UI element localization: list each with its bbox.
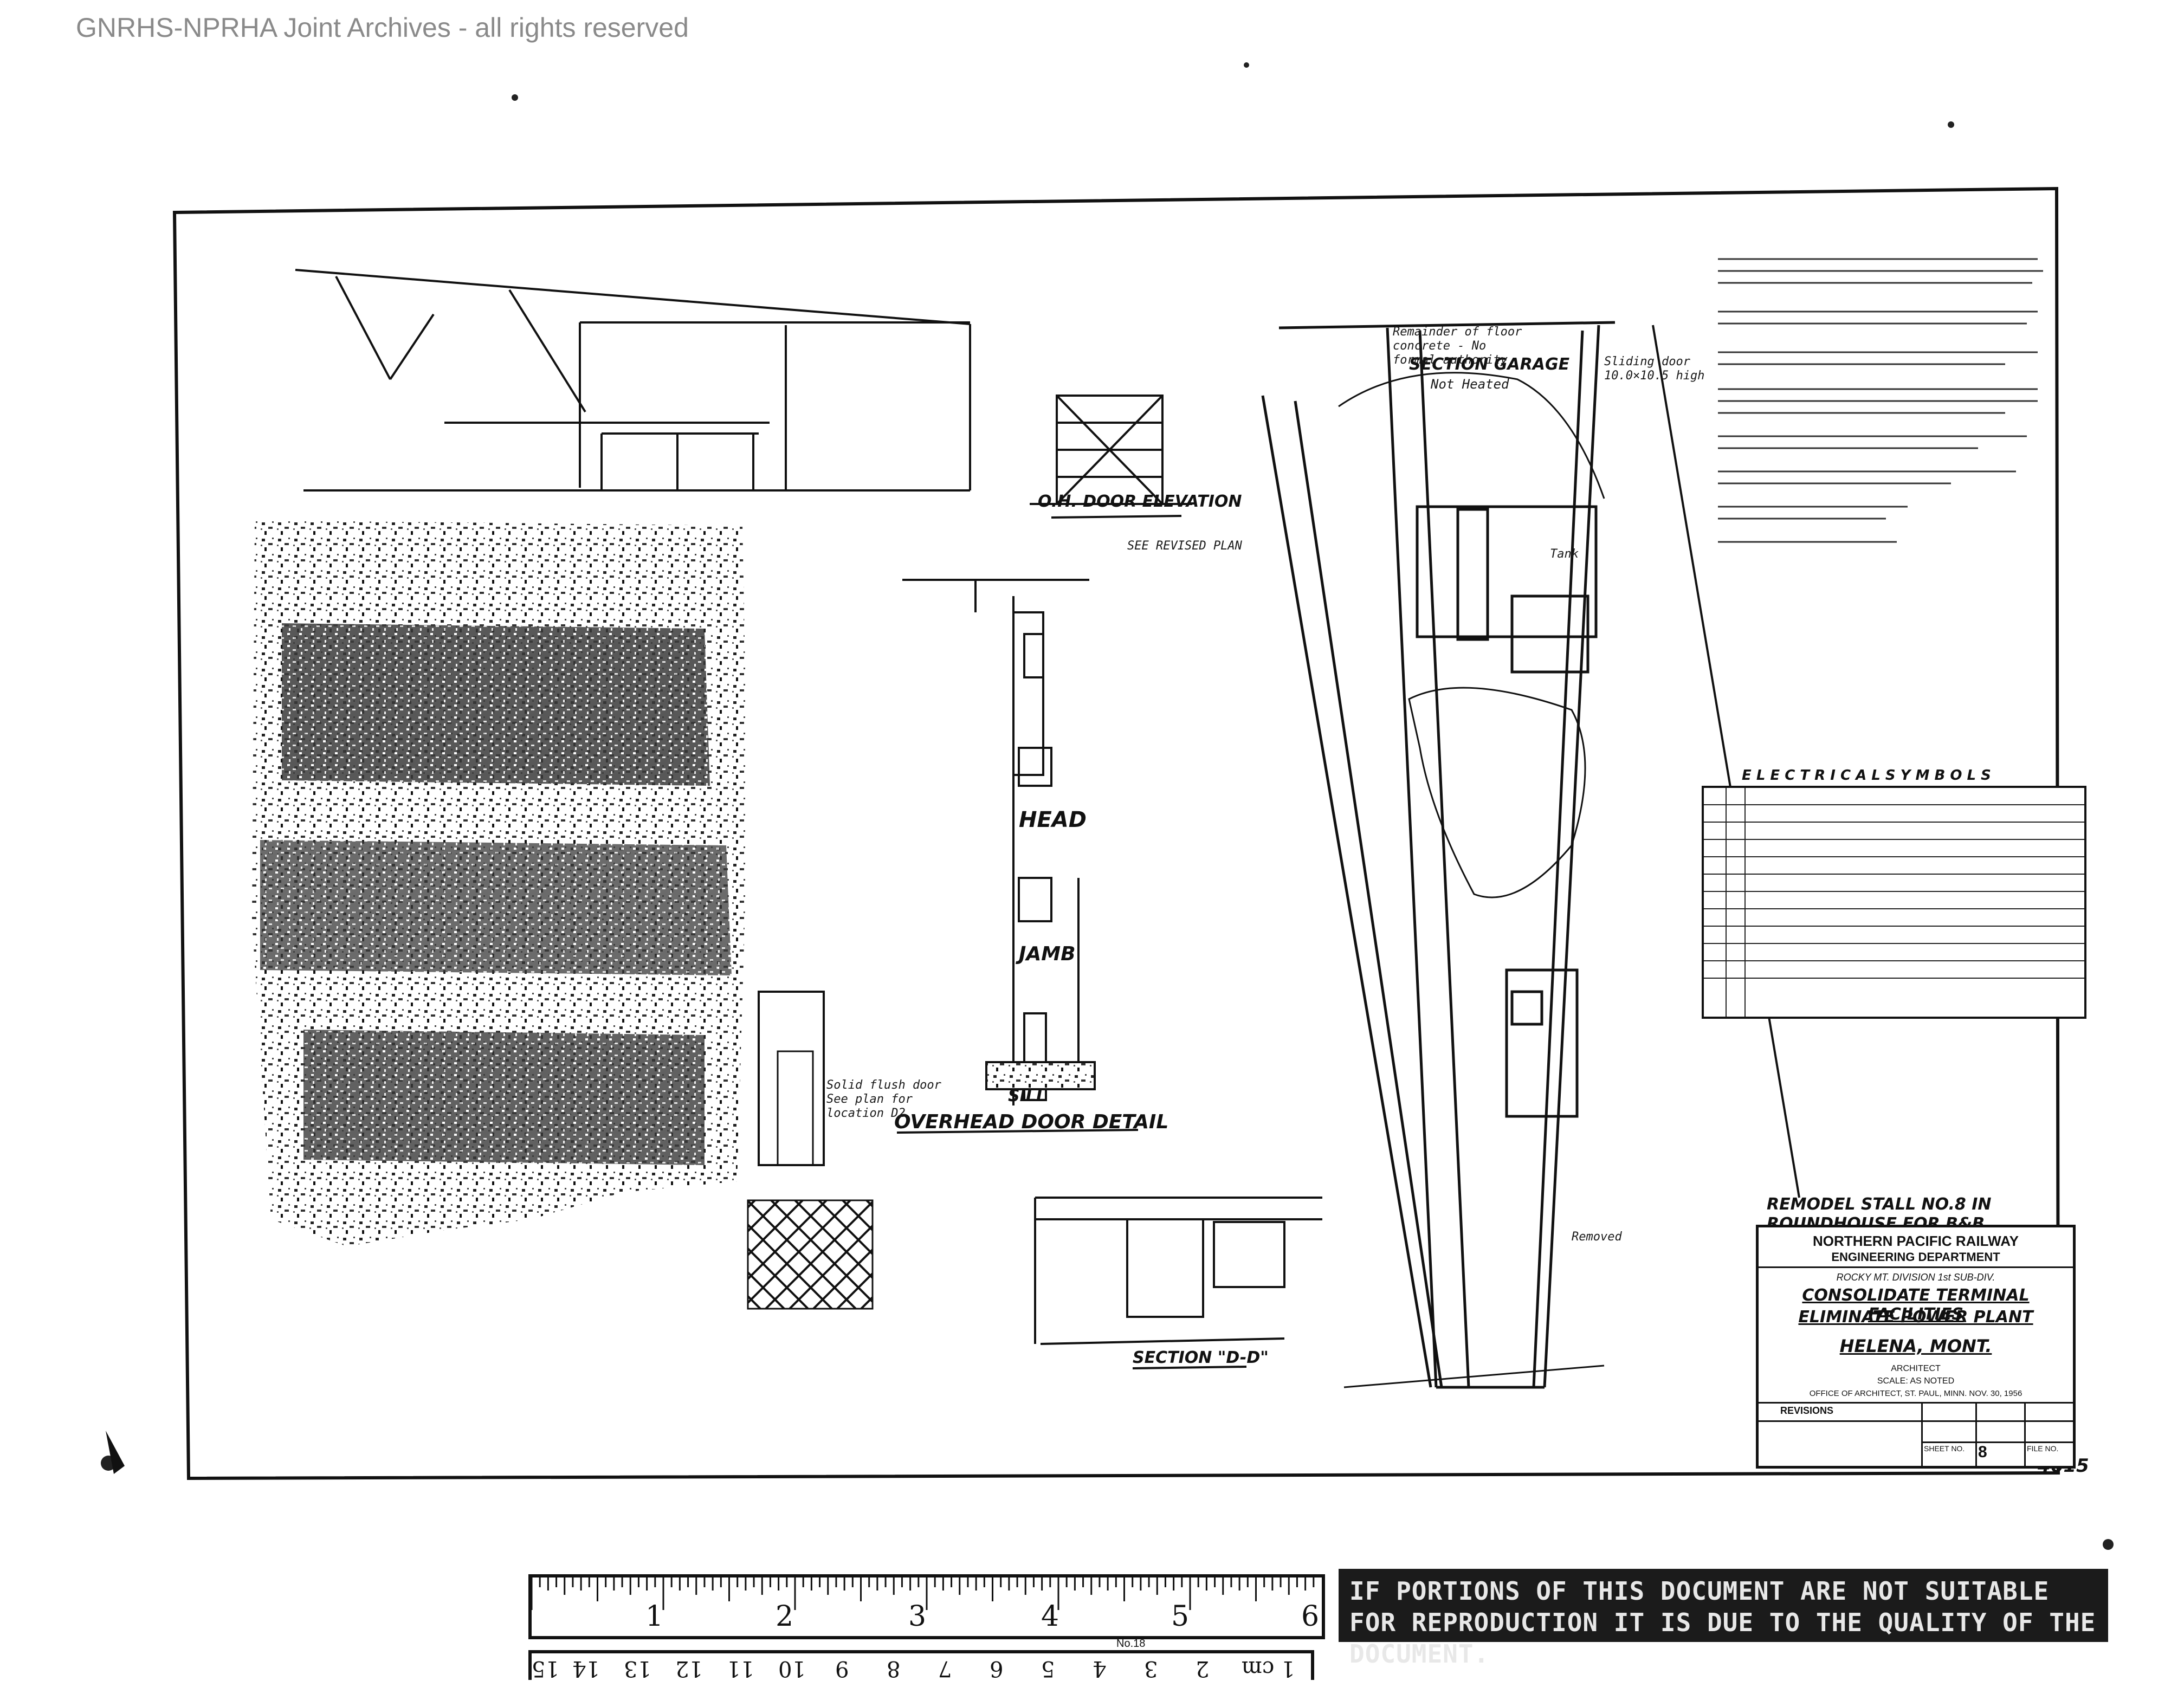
crosshatch-detail xyxy=(747,1199,874,1310)
ruler-cm-14: 14 xyxy=(572,1656,600,1681)
ruler-ticks xyxy=(532,1577,1315,1610)
overhead-door-elevation xyxy=(1030,395,1192,505)
label-see-revised-plan: SEE REVISED PLAN xyxy=(1127,539,1242,553)
ruler-cm-5: 5 xyxy=(1041,1656,1055,1681)
label-section-garage: SECTION GARAGE xyxy=(1409,355,1570,374)
label-section-dd: SECTION "D-D" xyxy=(1133,1348,1269,1367)
ruler-centimeters: 1 cm 2 3 4 5 6 7 8 9 10 11 12 13 14 15 xyxy=(528,1650,1314,1681)
ruler-inches: 1 2 3 4 5 6 xyxy=(528,1574,1325,1639)
reproduction-notice: IF PORTIONS OF THIS DOCUMENT ARE NOT SUI… xyxy=(1339,1569,2108,1669)
tb-department: ENGINEERING DEPARTMENT xyxy=(1831,1250,2000,1264)
ruler-cm-13: 13 xyxy=(624,1656,651,1681)
section-dd xyxy=(1034,1197,1322,1345)
ruler-cm-3: 3 xyxy=(1144,1656,1158,1681)
tb-office: OFFICE OF ARCHITECT, ST. PAUL, MINN. NOV… xyxy=(1809,1389,2023,1398)
label-head: HEAD xyxy=(1019,807,1087,832)
label-sill: SILL xyxy=(1008,1087,1047,1105)
label-jamb: JAMB xyxy=(1019,943,1076,965)
ruler-num-5: 5 xyxy=(1171,1600,1190,1633)
label-sliding-door: Sliding door 10.0×10.5 high xyxy=(1604,355,1705,383)
electrical-symbols-legend: E L E C T R I C A L S Y M B O L S xyxy=(1702,767,2086,1019)
roof-section-detail xyxy=(295,269,971,492)
label-not-heated: Not Heated xyxy=(1431,377,1509,392)
ruler-num-3: 3 xyxy=(908,1600,927,1633)
tb-railway: NORTHERN PACIFIC RAILWAY xyxy=(1813,1233,2019,1249)
tb-file-no: FILE NO. xyxy=(2027,1444,2059,1453)
tb-sheet-no: 8 xyxy=(1978,1443,1987,1461)
ruler-num-1: 1 xyxy=(645,1600,664,1633)
label-overhead-door-detail: OVERHEAD DOOR DETAIL xyxy=(894,1111,1169,1133)
ruler-cm-15: 15 xyxy=(532,1656,559,1681)
ruler-cm-6: 6 xyxy=(990,1656,1004,1681)
legend-title: E L E C T R I C A L S Y M B O L S xyxy=(1742,767,1991,784)
ruler-brand: No.18 xyxy=(1116,1638,1146,1650)
title-block: NORTHERN PACIFIC RAILWAY ENGINEERING DEP… xyxy=(1756,1225,2076,1469)
ruler-cm-12: 12 xyxy=(675,1656,703,1681)
archive-watermark: GNRHS-NPRHA Joint Archives - all rights … xyxy=(76,12,689,43)
ruler-num-4: 4 xyxy=(1041,1600,1059,1633)
sheet-border xyxy=(172,186,2060,1480)
tb-architect: ARCHITECT xyxy=(1891,1364,1941,1373)
tb-scale: SCALE: AS NOTED xyxy=(1877,1376,1955,1386)
label-tank: Tank xyxy=(1550,547,1579,561)
ruler-cm-9: 9 xyxy=(835,1656,849,1681)
label-removed: Removed xyxy=(1572,1230,1622,1244)
ruler-cm-7: 7 xyxy=(938,1656,952,1681)
ruler-cm-1: 1 cm xyxy=(1242,1656,1295,1681)
tb-revisions: REVISIONS xyxy=(1780,1405,1834,1416)
tb-sheet-label: SHEET NO. xyxy=(1924,1444,1965,1453)
ruler-num-2: 2 xyxy=(776,1600,794,1633)
damaged-window-detail xyxy=(252,520,825,1246)
ruler-cm-10: 10 xyxy=(778,1656,806,1681)
tb-location: HELENA, MONT. xyxy=(1839,1336,1992,1356)
notes-lines xyxy=(1718,258,2043,543)
ruler-cm-8: 8 xyxy=(887,1656,901,1681)
label-remainder-floor: Remainder of floor concrete - No formal … xyxy=(1393,325,1522,367)
garage-plan xyxy=(1261,321,1616,1389)
label-solid-flush-door: Solid flush door See plan for location D… xyxy=(826,1078,941,1120)
ruler-cm-4: 4 xyxy=(1093,1656,1107,1681)
ruler-cm-2: 2 xyxy=(1196,1656,1210,1681)
label-oh-door-elevation: O.H. DOOR ELEVATION xyxy=(1038,492,1242,511)
tb-division: ROCKY MT. DIVISION 1st SUB-DIV. xyxy=(1836,1272,1995,1283)
tb-title-2: ELIMINATE POWER PLANT xyxy=(1798,1308,2033,1327)
ruler-cm-11: 11 xyxy=(727,1656,754,1681)
overhead-door-section xyxy=(902,579,1096,1105)
tb-title-1: CONSOLIDATE TERMINAL FACILITIES xyxy=(1802,1286,2030,1324)
ruler-num-6: 6 xyxy=(1301,1600,1320,1633)
